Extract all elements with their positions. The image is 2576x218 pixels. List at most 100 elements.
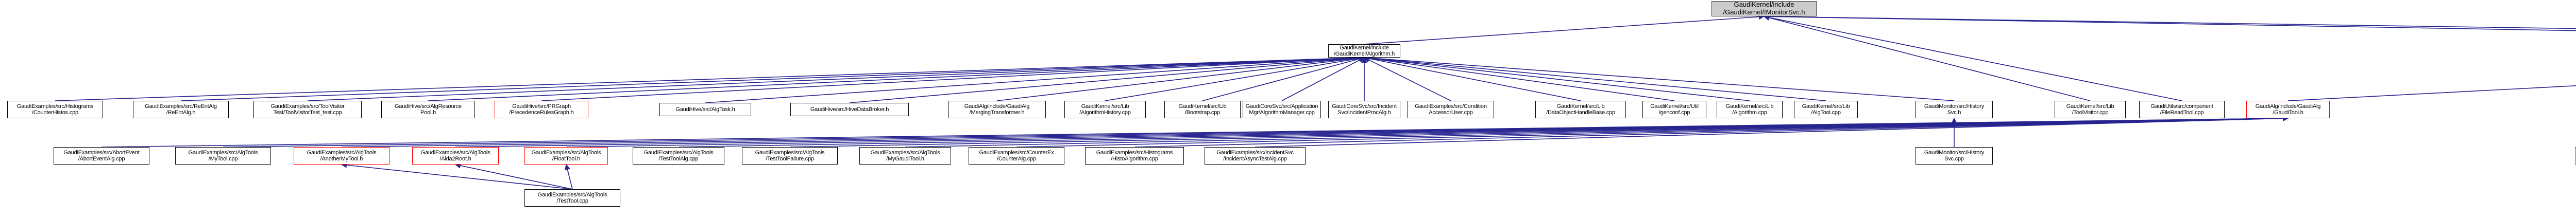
graph-node-label-line: Mgr/AlgorithmManager.cpp: [1249, 110, 1315, 116]
graph-node[interactable]: GaudiExamples/src/AlgTools/FloatTool.h: [524, 147, 608, 165]
graph-node-label-line: GaudiAlg/include/GaudiAlg: [964, 103, 1030, 110]
graph-node-label-line: GaudiHive/src/AlgTask.h: [675, 106, 735, 113]
graph-node[interactable]: GaudiAlg/include/GaudiAlg/GaudiTool.h: [2246, 101, 2330, 118]
graph-node-label: GaudiExamples/src/AlgTools/FloatTool.h: [532, 150, 601, 162]
graph-node-label-line: /FloatTool.h: [552, 156, 581, 162]
graph-node-label-line: GaudiExamples/src/ToolVisitor: [270, 103, 345, 110]
graph-node-label-line: Pool.h: [420, 110, 436, 116]
graph-node-label-line: /AnotherMyTool.h: [320, 156, 363, 162]
graph-node[interactable]: GaudiHive/src/PRGraph/PrecedenceRulesGra…: [495, 101, 588, 118]
graph-edge: [2287, 85, 2576, 101]
graph-node-label: GaudiExamples/src/AlgTools/Aida2Root.h: [421, 150, 490, 162]
graph-node-label: GaudiKernel/src/Lib/Algorithm.cpp: [1726, 103, 1774, 116]
graph-node[interactable]: GaudiExamples/src/AlgTools/Aida2Root.h: [412, 147, 499, 165]
graph-node[interactable]: GaudiExamples/src/ReEntAlg/ReEntAlg.h: [133, 101, 229, 118]
graph-node-label-line: GaudiExamples/src/AbortEvent: [63, 149, 140, 156]
graph-edge: [1363, 55, 1955, 101]
graph-node-label-line: GaudiKernel/src/Lib: [1802, 103, 1850, 110]
graph-node[interactable]: GaudiExamples/src/AbortEvent/AbortEventA…: [54, 147, 149, 165]
graph-edge: [1134, 115, 2289, 148]
graph-node-label-line: GaudiMonitor/src/History: [1924, 149, 1985, 156]
graph-node-label-line: Svc.h: [1947, 110, 1961, 116]
graph-node-label: GaudiHive/src/HiveDataBroker.h: [810, 106, 889, 113]
graph-node-root[interactable]: GaudiKernel/include/GaudiKernel/IMonitor…: [1711, 1, 1817, 16]
graph-node-label-line: /TestToolFailure.cpp: [766, 156, 814, 162]
graph-node-label-line: GaudiExamples/src/AlgTools: [531, 149, 601, 156]
graph-node-label-line: /AbortEventAlg.cpp: [78, 156, 125, 162]
graph-node-label-line: GaudiMonitor/src/History: [1924, 103, 1985, 110]
graph-node[interactable]: GaudiExamples/src/IncidentSvc/IncidentAs…: [1205, 147, 1306, 165]
graph-node[interactable]: GaudiExamples/src/AlgTools/TestToolAlg.c…: [633, 147, 724, 165]
graph-node[interactable]: GaudiKernel/src/Util/genconf.cpp: [1642, 101, 1706, 118]
graph-node[interactable]: GaudiAlg/include/GaudiAlg/GaudiCommon.ic…: [2575, 147, 2576, 165]
graph-node-label-line: GaudiKernel/src/Util: [1650, 103, 1699, 110]
graph-node[interactable]: GaudiHive/src/HiveDataBroker.h: [790, 103, 909, 116]
graph-edge: [180, 55, 1365, 101]
graph-node-label-line: GaudiExamples/src/Histograms: [16, 103, 94, 110]
graph-node[interactable]: GaudiKernel/src/Lib/DataObjectHandleBase…: [1535, 101, 1626, 118]
graph-node-label-line: GaudiKernel/include: [1340, 44, 1389, 51]
graph-node-label: GaudiHive/src/PRGraph/PrecedenceRulesGra…: [509, 103, 573, 116]
graph-node[interactable]: GaudiKernel/src/Lib/Bootstrap.cpp: [1164, 101, 1241, 118]
graph-node[interactable]: GaudiExamples/src/AlgTools/TestToolFailu…: [742, 147, 838, 165]
graph-node-label-line: /CounterHistos.cpp: [32, 110, 78, 116]
graph-node-label-line: /GaudiTool.h: [2273, 110, 2303, 116]
graph-edge: [1363, 56, 1581, 101]
graph-edge: [566, 115, 2289, 148]
graph-edge: [1363, 55, 1675, 101]
graph-node[interactable]: GaudiKernel/src/Lib/Algorithm.cpp: [1717, 101, 1783, 118]
graph-node[interactable]: GaudiExamples/src/Histograms/CounterHist…: [7, 101, 103, 118]
graph-node[interactable]: GaudiExamples/src/AlgTools/AnotherMyTool…: [294, 147, 389, 165]
graph-node-label-line: GaudiAlg/include/GaudiAlg: [2255, 103, 2321, 110]
graph-node[interactable]: GaudiExamples/src/CounterEx/CounterAlg.c…: [969, 147, 1064, 165]
graph-edge: [1763, 15, 2091, 101]
graph-node-label: GaudiAlg/include/GaudiAlg/MergingTransfo…: [964, 103, 1030, 116]
graph-node[interactable]: GaudiKernel/include/GaudiKernel/Algorith…: [1328, 44, 1400, 58]
graph-node-label-line: /ReEntAlg.h: [166, 110, 196, 116]
graph-node-label-line: GaudiExamples/src/AlgTools: [188, 149, 258, 156]
graph-node-label-line: GaudiExamples/src/Histograms: [1096, 149, 1173, 156]
graph-node[interactable]: GaudiKernel/src/Lib/AlgorithmHistory.cpp: [1064, 101, 1146, 118]
graph-node[interactable]: GaudiExamples/src/AlgTools/MyGaudiTool.h: [859, 147, 951, 165]
graph-node-label: GaudiExamples/src/AlgTools/MyTool.cpp: [189, 150, 258, 162]
graph-edge: [849, 55, 1365, 103]
graph-edge: [1016, 115, 2289, 148]
graph-node[interactable]: GaudiHive/src/AlgTask.h: [659, 103, 751, 116]
graph-edge: [1363, 55, 1826, 101]
graph-node[interactable]: GaudiUtils/src/component/FileReadTool.cp…: [2139, 101, 2225, 118]
graph-node-label-line: /Aida2Root.h: [439, 156, 471, 162]
graph-node-label-line: /GaudiKernel/Algorithm.h: [1333, 51, 1395, 57]
graph-edge: [1363, 55, 1750, 101]
graph-node[interactable]: GaudiExamples/src/AlgTools/MyTool.cpp: [175, 147, 271, 165]
graph-node-label-line: AccessorUser.cpp: [1429, 110, 1473, 116]
graph-edge: [307, 55, 1365, 101]
graph-node-label-line: /Bootstrap.cpp: [1184, 110, 1221, 116]
graph-node[interactable]: GaudiKernel/src/Lib/ToolVisitor.cpp: [2055, 101, 2126, 118]
graph-node-label: GaudiKernel/src/Lib/AlgTool.cpp: [1802, 103, 1850, 116]
graph-node-label-line: /TestTool.cpp: [556, 198, 588, 204]
graph-node-label: GaudiExamples/src/AlgTools/TestToolAlg.c…: [644, 150, 714, 162]
graph-node-label: GaudiUtils/src/component/FileReadTool.cp…: [2150, 103, 2213, 116]
graph-node-label-line: GaudiExamples/src/IncidentSvc: [1216, 149, 1294, 156]
graph-node[interactable]: GaudiExamples/src/Histograms/HistoAlgori…: [1085, 147, 1184, 165]
graph-node[interactable]: GaudiKernel/src/Lib/AlgTool.cpp: [1794, 101, 1858, 118]
graph-edge: [55, 55, 1365, 101]
graph-node-label-line: /PrecedenceRulesGraph.h: [509, 110, 574, 116]
graph-node-label-line: /AlgorithmHistory.cpp: [1079, 110, 1131, 116]
graph-node-label: GaudiKernel/src/Lib/Bootstrap.cpp: [1179, 103, 1227, 116]
graph-node-label: GaudiExamples/src/ReEntAlg/ReEntAlg.h: [145, 103, 217, 116]
graph-node[interactable]: GaudiAlg/include/GaudiAlg/MergingTransfo…: [948, 101, 1046, 118]
graph-node-label: GaudiExamples/src/AlgTools/TestToolFailu…: [755, 150, 825, 162]
graph-node[interactable]: GaudiExamples/src/AlgTools/TestTool.cpp: [524, 189, 620, 207]
graph-node-label-line: /MyGaudiTool.h: [886, 156, 924, 162]
